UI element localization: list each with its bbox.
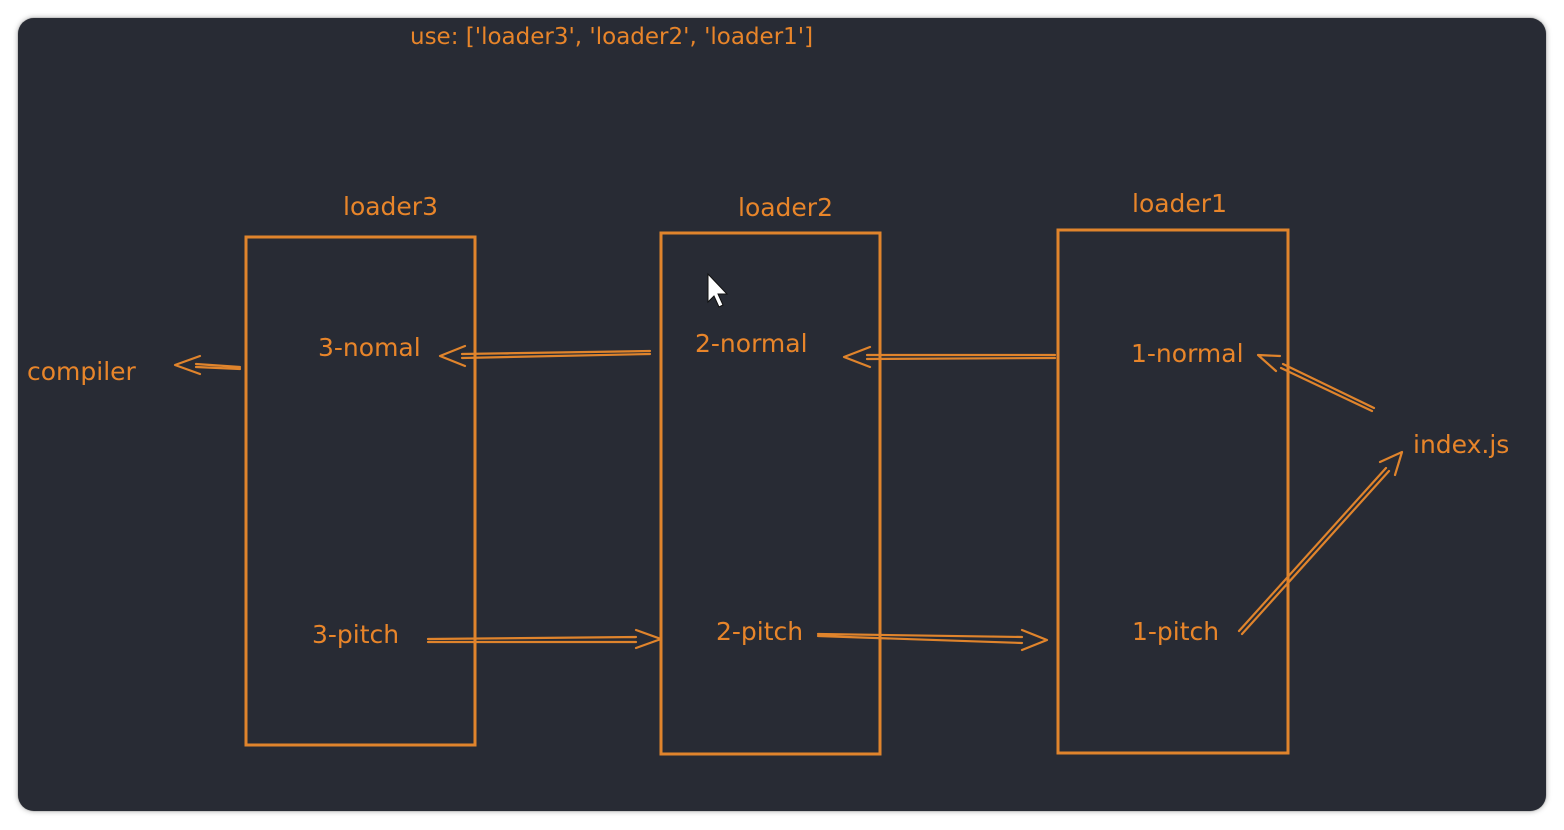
arrow-loader3-to-compiler: [173, 354, 242, 376]
loader2-title: loader2: [738, 193, 833, 222]
arrow-indexjs-to-loader1-normal: [1256, 353, 1376, 413]
loader1-normal-label: 1-normal: [1131, 339, 1244, 368]
loader1-title: loader1: [1132, 189, 1227, 218]
diagram-canvas: [18, 18, 1546, 811]
arrow-loader2-pitch-to-loader1-pitch: [816, 628, 1049, 652]
arrow-loader1-pitch-to-indexjs: [1237, 450, 1404, 636]
arrow-loader1-normal-to-loader2-normal: [842, 345, 1057, 369]
loader3-normal-label: 3-nomal: [318, 333, 421, 362]
compiler-label: compiler: [27, 357, 137, 386]
loader2-box: [659, 231, 882, 756]
loader1-pitch-label: 1-pitch: [1132, 617, 1219, 646]
loader2-normal-label: 2-normal: [695, 329, 808, 358]
loader3-box: [244, 235, 477, 747]
loader3-pitch-label: 3-pitch: [312, 620, 399, 649]
use-config-text: use: ['loader3', 'loader2', 'loader1']: [410, 24, 813, 50]
indexjs-label: index.js: [1413, 430, 1509, 459]
loader2-pitch-label: 2-pitch: [716, 617, 803, 646]
arrow-loader2-normal-to-loader3-normal: [438, 344, 652, 368]
loader3-title: loader3: [343, 192, 438, 221]
loader1-box: [1056, 228, 1290, 755]
arrow-loader3-pitch-to-loader2-pitch: [426, 628, 663, 650]
mouse-pointer-icon: [707, 272, 729, 308]
